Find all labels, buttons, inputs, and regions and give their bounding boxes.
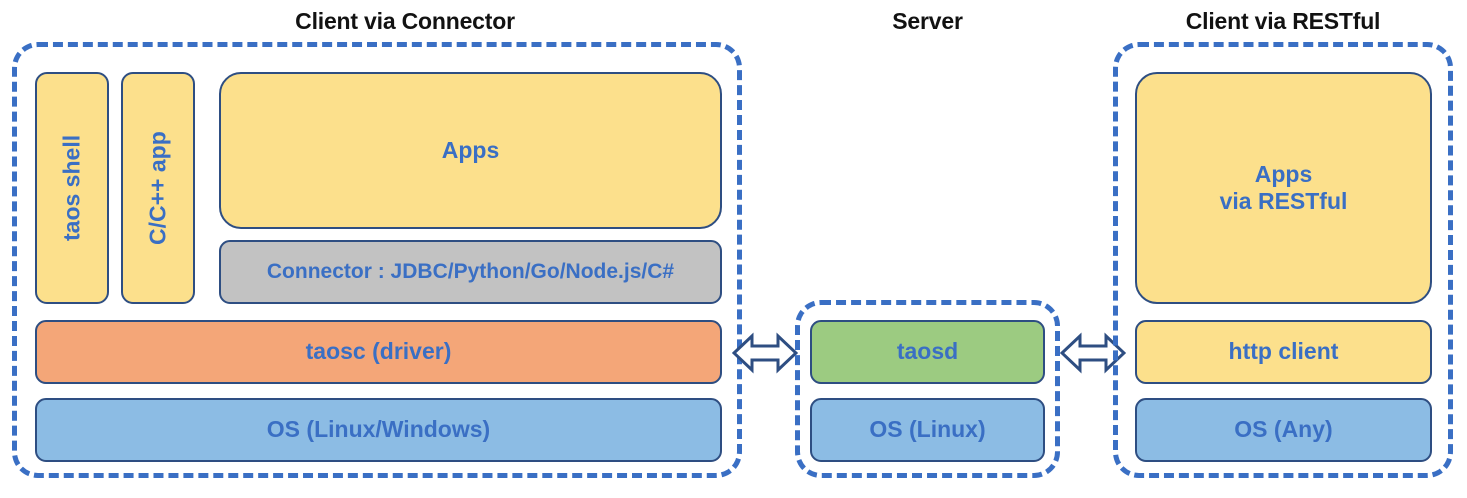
box-taos-shell[interactable]: taos shell [35, 72, 109, 304]
box-taosc-driver[interactable]: taosc (driver) [35, 320, 722, 384]
panel-title-server: Server [892, 8, 963, 34]
panel-client-restful [1113, 42, 1453, 478]
box-taosd[interactable]: taosd [810, 320, 1045, 384]
box-os-client[interactable]: OS (Linux/Windows) [35, 398, 722, 462]
box-os-linux[interactable]: OS (Linux) [810, 398, 1045, 462]
box-os-any[interactable]: OS (Any) [1135, 398, 1432, 462]
box-http-client[interactable]: http client [1135, 320, 1432, 384]
panel-title-client-connector: Client via Connector [295, 8, 515, 34]
box-apps-via-restful[interactable]: Apps via RESTful [1135, 72, 1432, 304]
double-headed-arrow-icon-left [732, 332, 798, 374]
panel-client-connector [12, 42, 742, 478]
panel-server [795, 300, 1060, 478]
double-headed-arrow-icon-right [1060, 332, 1126, 374]
box-connector[interactable]: Connector : JDBC/Python/Go/Node.js/C# [219, 240, 722, 304]
box-apps[interactable]: Apps [219, 72, 722, 229]
box-c-cpp-app[interactable]: C/C++ app [121, 72, 195, 304]
panel-title-client-restful: Client via RESTful [1185, 8, 1381, 34]
